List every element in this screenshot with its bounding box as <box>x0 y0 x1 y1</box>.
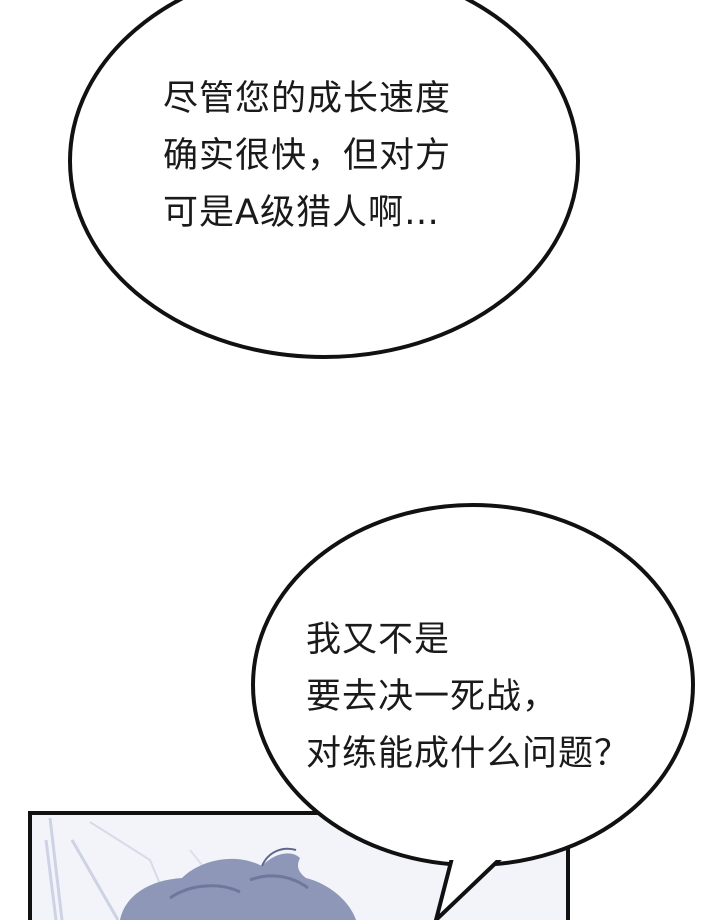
speech-bubble-2 <box>251 503 695 920</box>
bubble-1-line: 确实很快，但对方 <box>163 136 452 176</box>
bubble-1-line: 尽管您的成长速度 <box>163 79 452 119</box>
hair-ahoge <box>261 847 297 867</box>
bubble-2-tail <box>434 854 505 920</box>
character-hair <box>120 853 356 920</box>
bubble-1-line: 可是A级猎人啊… <box>163 193 440 233</box>
bubble-2-tail-join <box>446 846 506 860</box>
bubble-2-line: 对练能成什么问题？ <box>306 734 631 774</box>
bubble-2-text: 我又不是 要去决一死战， 对练能成什么问题？ <box>306 612 630 783</box>
background-lines <box>44 817 120 920</box>
bubble-2-line: 我又不是 <box>306 620 451 660</box>
bubble-1-text: 尽管您的成长速度 确实很快，但对方 可是A级猎人啊… <box>163 71 451 242</box>
hair-strands <box>169 874 309 900</box>
speech-bubble-1 <box>68 0 580 359</box>
bubble-2-line: 要去决一死战， <box>306 677 559 717</box>
